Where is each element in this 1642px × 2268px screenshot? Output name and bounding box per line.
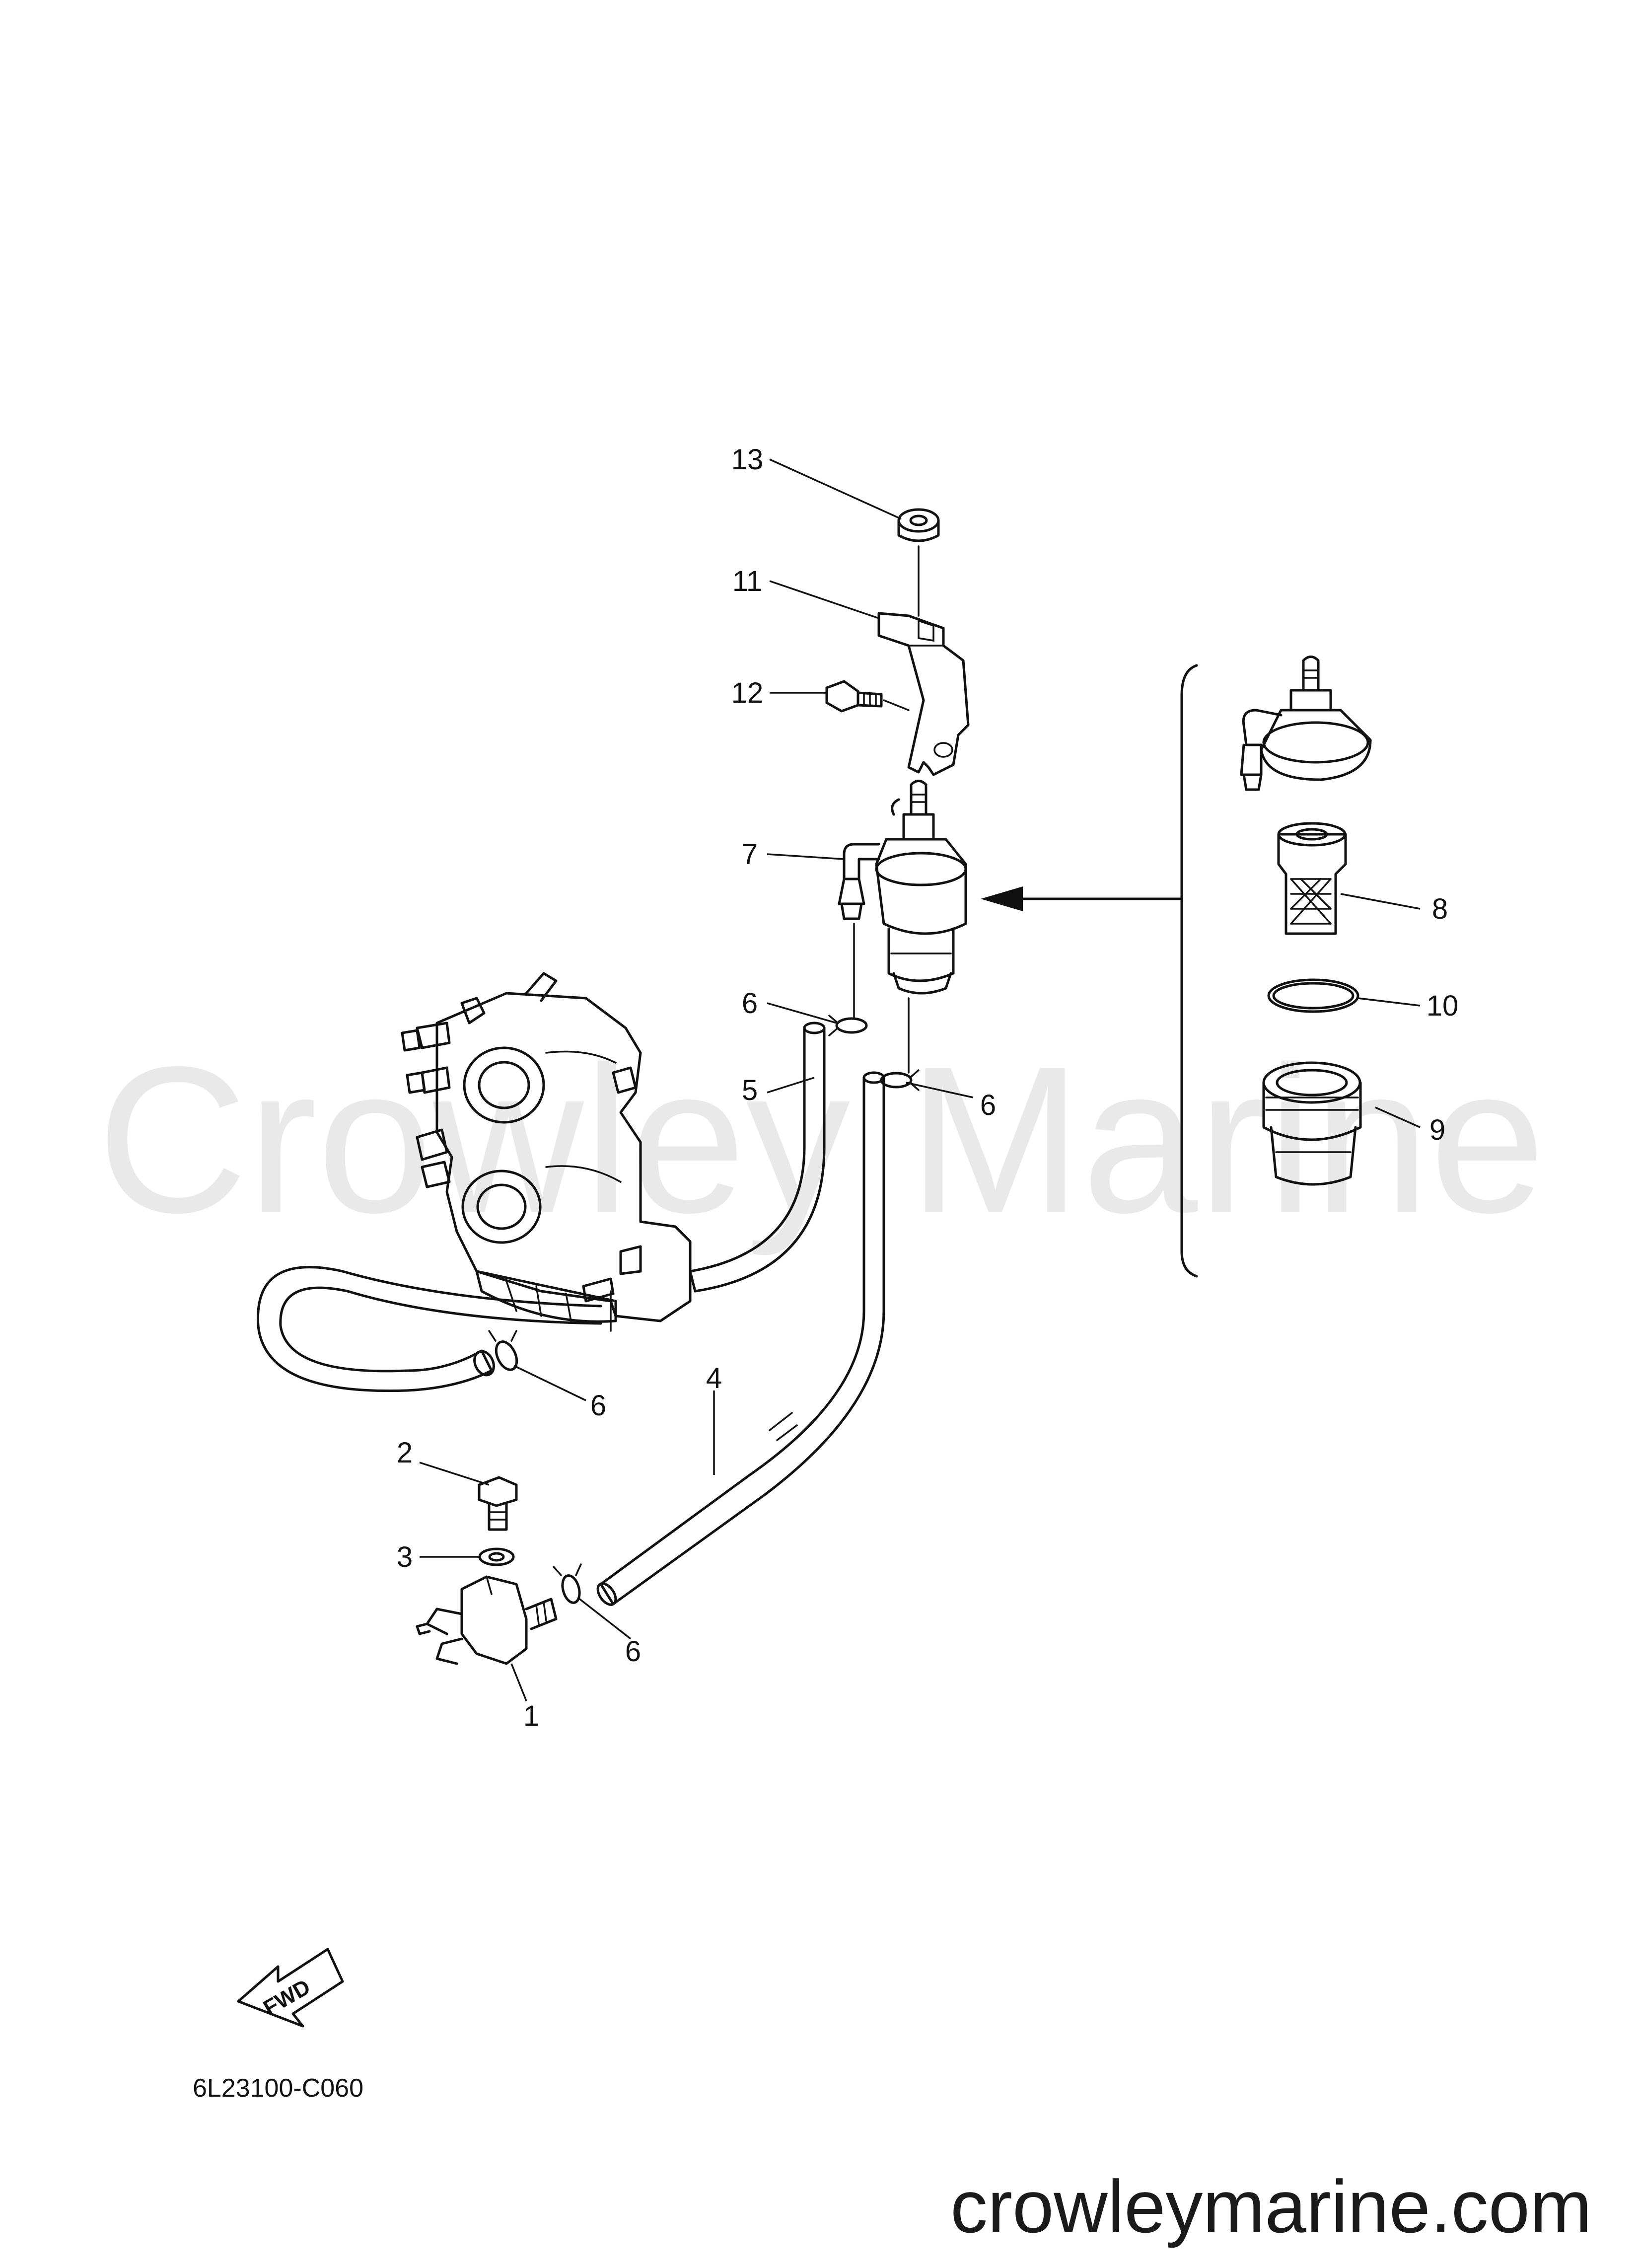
- callout-11: 11: [732, 565, 762, 597]
- callout-6-a: 6: [742, 987, 758, 1020]
- part-2-bolt: [478, 1476, 518, 1531]
- callout-10: 10: [1427, 990, 1459, 1022]
- callout-6-b: 6: [980, 1089, 996, 1121]
- inset-detail: [981, 656, 1372, 1278]
- fwd-label: FWD: [259, 1975, 314, 2021]
- part-6-clips: [488, 1015, 920, 1604]
- part-13-nut: [897, 508, 940, 617]
- callout-4: 4: [706, 1362, 722, 1394]
- part-9-filter-bowl: [1262, 1061, 1362, 1186]
- leader-lines: [419, 458, 1421, 1701]
- part-3-washer: [478, 1547, 515, 1566]
- callout-13: 13: [731, 443, 764, 476]
- part-12-bolt: [825, 680, 910, 713]
- part-11-bracket: [877, 612, 970, 776]
- callout-3: 3: [397, 1541, 413, 1573]
- callout-12: 12: [731, 677, 764, 709]
- callout-6-d: 6: [625, 1635, 641, 1668]
- callout-1: 1: [523, 1700, 539, 1732]
- fwd-arrow-icon: FWD: [237, 1948, 344, 2028]
- site-url: crowleymarine.com: [950, 2165, 1592, 2248]
- part-5-hose: [256, 1022, 826, 1392]
- part-10-o-ring: [1267, 978, 1359, 1013]
- callout-2: 2: [397, 1437, 413, 1469]
- part-7-fuel-filter-assembly: [838, 780, 967, 995]
- callout-9: 9: [1429, 1114, 1445, 1146]
- part-8-filter-element: [1277, 822, 1347, 935]
- callout-labels: 13 11 12 7 6 5 6 6 4 2 3 6 1 8 10 9: [397, 443, 1458, 1732]
- diagram-code: 6L23100-C060: [193, 2074, 363, 2103]
- part-1-fuel-joint: [416, 1575, 558, 1665]
- callout-6-c: 6: [590, 1390, 606, 1422]
- inset-filter-cap: [1240, 656, 1372, 791]
- callout-8: 8: [1432, 893, 1448, 925]
- callout-5: 5: [742, 1074, 758, 1106]
- callout-7: 7: [742, 838, 758, 871]
- watermark-text: Crowley Marine: [97, 1024, 1545, 1257]
